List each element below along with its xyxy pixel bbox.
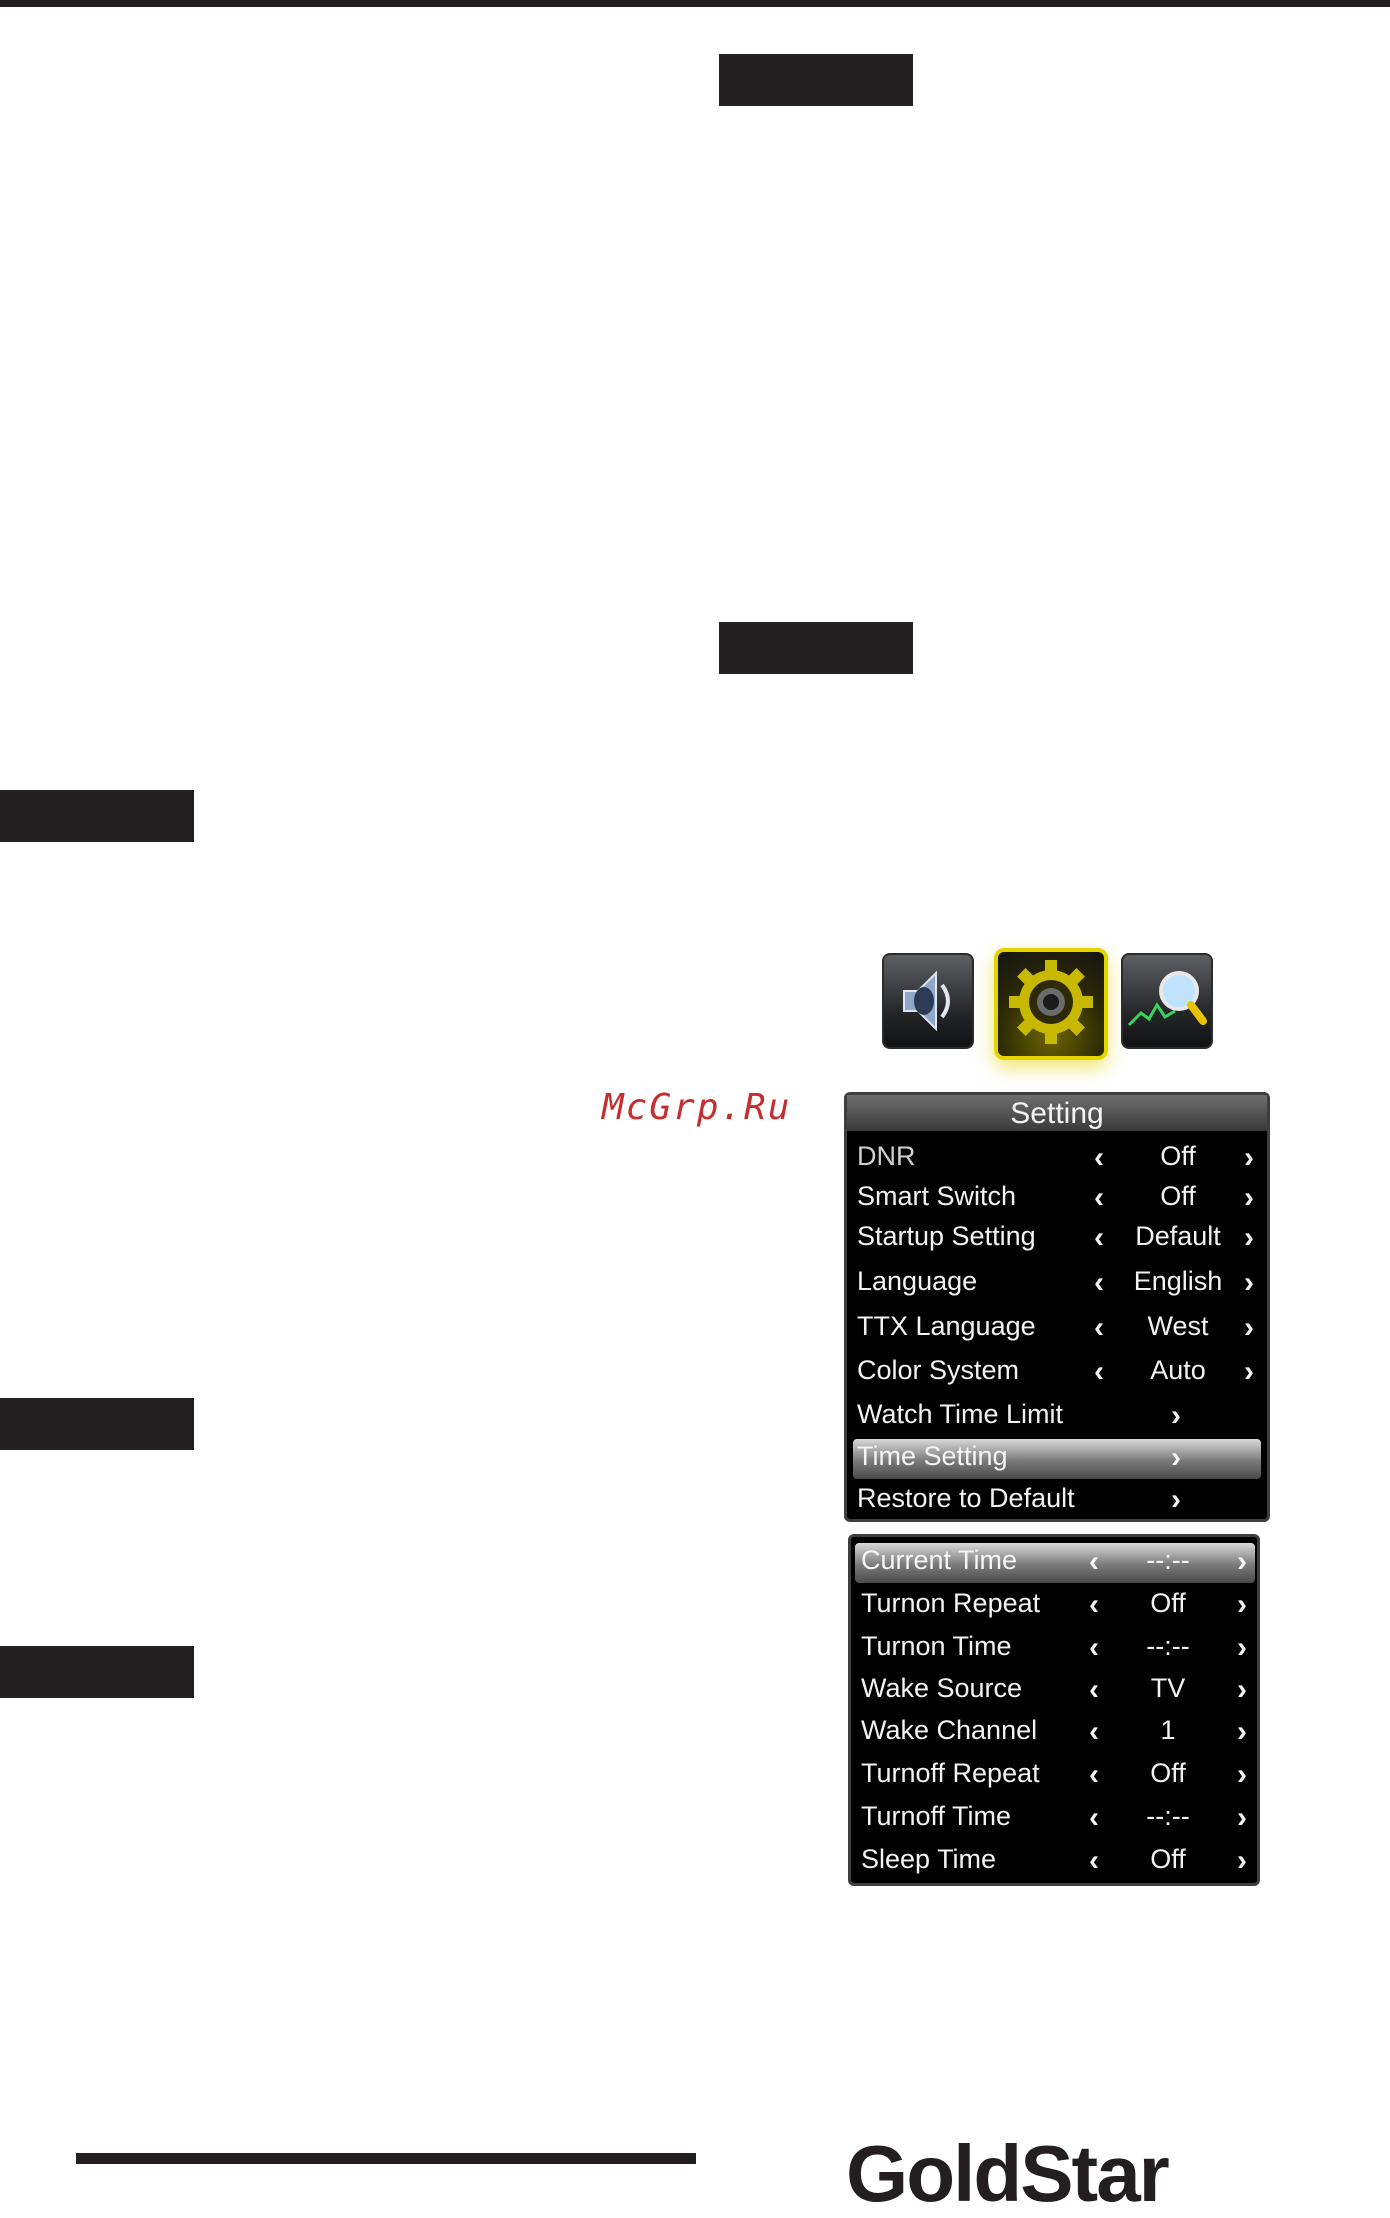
row-value: TV	[1150, 1673, 1186, 1703]
chevron-right-icon[interactable]: ›	[1171, 1483, 1181, 1516]
row-value: Off	[1150, 1844, 1186, 1874]
chevron-right-icon[interactable]: ›	[1171, 1399, 1181, 1432]
chevron-left-icon[interactable]: ‹	[1089, 1844, 1099, 1877]
chevron-left-icon[interactable]: ‹	[1089, 1545, 1099, 1578]
menu-row-language[interactable]: Language ‹ English ›	[847, 1264, 1267, 1304]
chevron-right-icon[interactable]: ›	[1237, 1588, 1247, 1621]
row-label: Time Setting	[857, 1441, 1008, 1471]
menu-row-turnoff-time[interactable]: Turnoff Time ‹ --:-- ›	[851, 1799, 1257, 1839]
row-value: Off	[1160, 1141, 1196, 1171]
row-label: Language	[857, 1266, 978, 1296]
menu-row-turnon-repeat[interactable]: Turnon Repeat ‹ Off ›	[851, 1586, 1257, 1626]
row-value: English	[1133, 1266, 1223, 1296]
row-label: Turnon Time	[861, 1631, 1012, 1661]
row-value: --:--	[1146, 1631, 1190, 1661]
menu-row-startup-setting[interactable]: Startup Setting ‹ Default ›	[847, 1219, 1267, 1259]
top-rule	[0, 0, 1390, 7]
menu-row-dnr[interactable]: DNR ‹ Off ›	[847, 1139, 1267, 1179]
menu-row-wake-channel[interactable]: Wake Channel ‹ 1 ›	[851, 1713, 1257, 1753]
chevron-right-icon[interactable]: ›	[1244, 1141, 1254, 1174]
chevron-right-icon[interactable]: ›	[1237, 1715, 1247, 1748]
menu-row-ttx-language[interactable]: TTX Language ‹ West ›	[847, 1309, 1267, 1349]
gear-icon[interactable]	[994, 948, 1108, 1060]
row-label: DNR	[857, 1141, 916, 1171]
row-value: --:--	[1146, 1545, 1190, 1575]
menu-row-restore-to-default[interactable]: Restore to Default ›	[847, 1481, 1267, 1521]
menu-row-watch-time-limit[interactable]: Watch Time Limit ›	[847, 1397, 1267, 1437]
chevron-left-icon[interactable]: ‹	[1089, 1673, 1099, 1706]
chevron-left-icon[interactable]: ‹	[1094, 1221, 1104, 1254]
chevron-right-icon[interactable]: ›	[1237, 1844, 1247, 1877]
row-label: Color System	[857, 1355, 1020, 1385]
footer-rule	[76, 2153, 696, 2164]
chevron-left-icon[interactable]: ‹	[1094, 1141, 1104, 1174]
row-value: Auto	[1150, 1355, 1206, 1385]
chevron-left-icon[interactable]: ‹	[1089, 1715, 1099, 1748]
row-label: Smart Switch	[857, 1181, 1017, 1211]
row-value: Off	[1150, 1758, 1186, 1788]
chevron-left-icon[interactable]: ‹	[1089, 1631, 1099, 1664]
row-value: Off	[1150, 1588, 1186, 1618]
chevron-right-icon[interactable]: ›	[1237, 1631, 1247, 1664]
chevron-right-icon[interactable]: ›	[1237, 1545, 1247, 1578]
time-setting-submenu: Current Time ‹ --:-- › Turnon Repeat ‹ O…	[848, 1534, 1260, 1886]
row-label: Turnoff Time	[861, 1801, 1012, 1831]
menu-row-turnoff-repeat[interactable]: Turnoff Repeat ‹ Off ›	[851, 1756, 1257, 1796]
chevron-left-icon[interactable]: ‹	[1089, 1758, 1099, 1791]
row-value: Off	[1160, 1181, 1196, 1211]
row-value: West	[1147, 1311, 1209, 1341]
chevron-left-icon[interactable]: ‹	[1089, 1588, 1099, 1621]
section-header-bar	[0, 790, 194, 842]
row-value: 1	[1160, 1715, 1176, 1745]
row-label: Restore to Default	[857, 1483, 1075, 1513]
chevron-left-icon[interactable]: ‹	[1089, 1801, 1099, 1834]
chevron-left-icon[interactable]: ‹	[1094, 1311, 1104, 1344]
section-header-bar	[719, 54, 913, 106]
row-label: Sleep Time	[861, 1844, 997, 1874]
setting-menu: Setting DNR ‹ Off › Smart Switch ‹ Off ›…	[844, 1092, 1270, 1522]
chevron-right-icon[interactable]: ›	[1237, 1673, 1247, 1706]
chevron-right-icon[interactable]: ›	[1244, 1181, 1254, 1214]
chevron-right-icon[interactable]: ›	[1171, 1441, 1181, 1474]
menu-row-time-setting[interactable]: Time Setting ›	[853, 1439, 1261, 1479]
channel-search-icon[interactable]	[1121, 953, 1213, 1049]
chevron-left-icon[interactable]: ‹	[1094, 1181, 1104, 1214]
row-label: TTX Language	[857, 1311, 1036, 1341]
menu-row-wake-source[interactable]: Wake Source ‹ TV ›	[851, 1671, 1257, 1711]
chevron-right-icon[interactable]: ›	[1244, 1311, 1254, 1344]
row-label: Startup Setting	[857, 1221, 1036, 1251]
row-label: Turnon Repeat	[861, 1588, 1041, 1618]
menu-row-turnon-time[interactable]: Turnon Time ‹ --:-- ›	[851, 1629, 1257, 1669]
row-label: Watch Time Limit	[857, 1399, 1064, 1429]
row-value: Default	[1135, 1221, 1221, 1251]
menu-row-current-time[interactable]: Current Time ‹ --:-- ›	[855, 1543, 1255, 1583]
row-label: Current Time	[861, 1545, 1018, 1575]
chevron-right-icon[interactable]: ›	[1237, 1758, 1247, 1791]
row-value: --:--	[1146, 1801, 1190, 1831]
menu-row-sleep-time[interactable]: Sleep Time ‹ Off ›	[851, 1842, 1257, 1882]
menu-row-smart-switch[interactable]: Smart Switch ‹ Off ›	[847, 1179, 1267, 1219]
chevron-right-icon[interactable]: ›	[1237, 1801, 1247, 1834]
section-header-bar	[0, 1646, 194, 1698]
section-header-bar	[0, 1398, 194, 1450]
chevron-right-icon[interactable]: ›	[1244, 1221, 1254, 1254]
row-label: Turnoff Repeat	[861, 1758, 1040, 1788]
section-header-bar	[719, 622, 913, 674]
menu-title: Setting	[847, 1095, 1267, 1131]
row-label: Wake Channel	[861, 1715, 1038, 1745]
menu-row-color-system[interactable]: Color System ‹ Auto ›	[847, 1353, 1267, 1393]
watermark: McGrp.Ru	[602, 1087, 792, 1128]
chevron-left-icon[interactable]: ‹	[1094, 1355, 1104, 1388]
brand-logo: GoldStar	[846, 2129, 1170, 2218]
chevron-right-icon[interactable]: ›	[1244, 1355, 1254, 1388]
chevron-right-icon[interactable]: ›	[1244, 1266, 1254, 1299]
chevron-left-icon[interactable]: ‹	[1094, 1266, 1104, 1299]
speaker-icon[interactable]	[882, 953, 974, 1049]
row-label: Wake Source	[861, 1673, 1023, 1703]
